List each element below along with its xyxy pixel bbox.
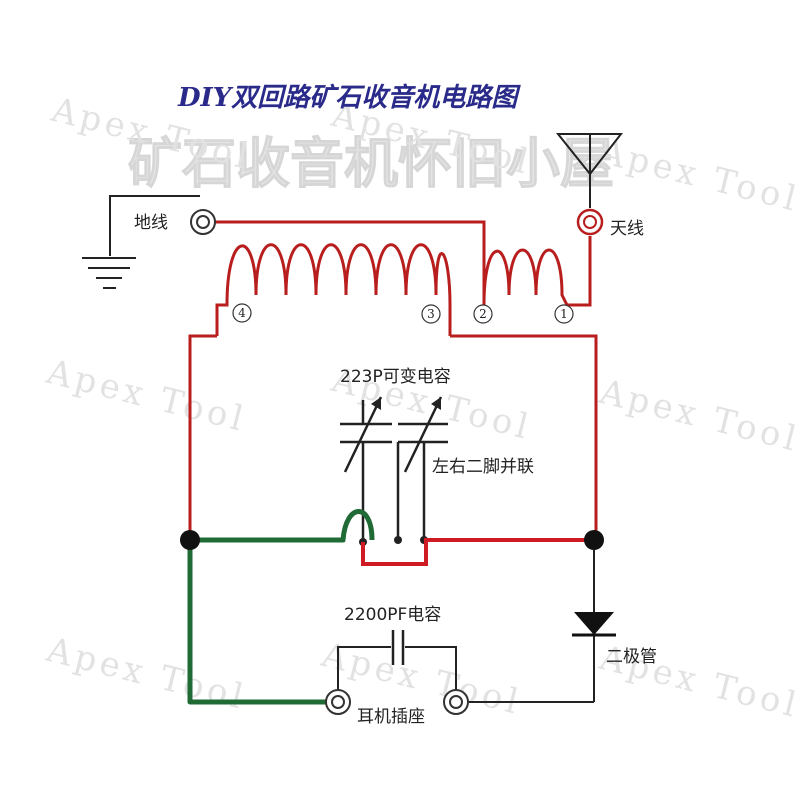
watermark-brand-3: Apex Tool (595, 132, 800, 220)
coil-pin-3: 3 (421, 304, 441, 324)
coil-pin-1: 1 (554, 304, 574, 324)
ground-label: 地线 (134, 213, 168, 233)
variable-capacitor-label: 223P可变电容 (340, 367, 451, 387)
antenna-symbol (555, 133, 624, 208)
svg-text:2: 2 (479, 307, 487, 321)
antenna-label: 天线 (610, 219, 644, 239)
right-junction-node (584, 530, 604, 550)
earphone-jack-left (325, 689, 351, 715)
green-left-wire (190, 509, 375, 543)
diode (572, 550, 616, 702)
green-earphone-wire (187, 540, 330, 705)
antenna-terminal (576, 208, 604, 236)
coil-right-wire (450, 334, 598, 540)
watermark-layer: 矿石收音机怀旧小屋 Apex Tool Apex Tool Apex Tool … (42, 90, 800, 726)
svg-text:4: 4 (238, 306, 246, 320)
red-capacitor-wire (361, 538, 596, 566)
ground-to-coil-wire (214, 220, 486, 305)
main-coil (215, 243, 452, 336)
earphone-jack-label: 耳机插座 (357, 707, 425, 727)
watermark-brand-4: Apex Tool (42, 352, 251, 440)
diagram-title: DIY双回路矿石收音机电路图 (177, 83, 521, 113)
coil-pin-4: 4 (232, 303, 252, 323)
svg-text:1: 1 (560, 307, 568, 321)
ground-terminal (190, 209, 216, 235)
watermark-main: 矿石收音机怀旧小屋 (128, 131, 614, 195)
parallel-note-label: 左右二脚并联 (432, 457, 534, 477)
diode-label: 二极管 (606, 647, 657, 667)
svg-text:3: 3 (427, 307, 435, 321)
secondary-coil (482, 248, 569, 306)
ground-symbol (82, 195, 200, 289)
fixed-capacitor-label: 2200PF电容 (344, 605, 441, 625)
watermark-brand-6: Apex Tool (595, 372, 800, 460)
watermark-brand-7: Apex Tool (42, 630, 251, 718)
fixed-capacitor (337, 630, 457, 700)
left-junction-node (180, 530, 200, 550)
antenna-to-coil-wire (567, 236, 592, 307)
coil-left-wire (188, 334, 217, 540)
earphone-jack-right (443, 689, 469, 715)
coil-pin-2: 2 (473, 304, 493, 324)
